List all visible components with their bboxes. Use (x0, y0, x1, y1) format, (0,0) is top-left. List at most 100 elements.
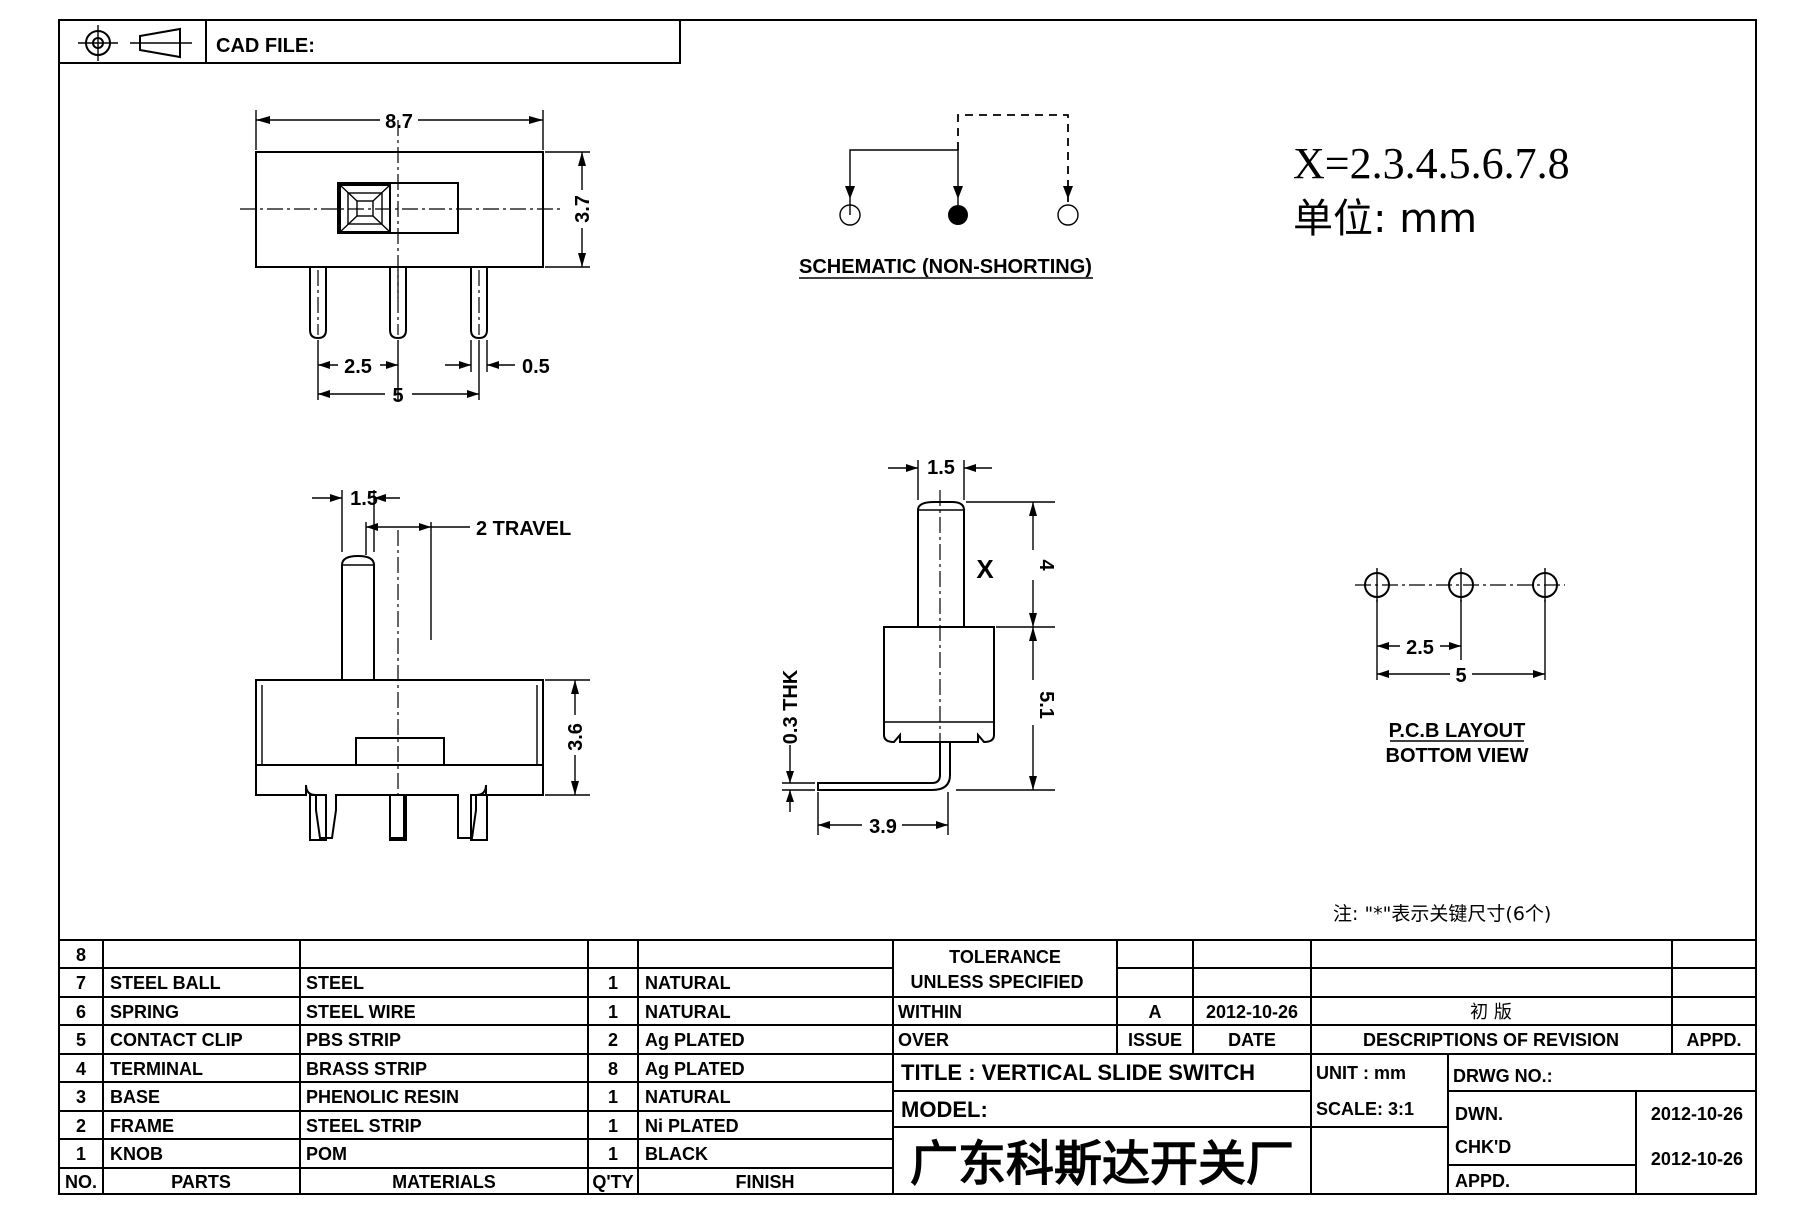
drawn-date: 2012-10-26 (1651, 1104, 1743, 1124)
pcb-dim-5: 5 (1455, 665, 1466, 687)
bom-table (59, 939, 1756, 1194)
bom-row-no: 8 (76, 945, 86, 965)
drawing-number-label: DRWG NO.: (1453, 1066, 1553, 1086)
dim-4: 4 (1035, 559, 1057, 571)
bom-row-no: 6 (76, 1002, 86, 1022)
bom-row-qty: 8 (608, 1059, 618, 1079)
bom-row-no: 4 (76, 1059, 86, 1079)
bom-row-material: BRASS STRIP (306, 1059, 427, 1079)
bom-row-qty: 1 (608, 1116, 618, 1136)
description-value: 初 版 (1470, 1002, 1512, 1023)
bom-header-qty: Q'TY (592, 1172, 633, 1192)
dim-vert-1-5: 1.5 (927, 457, 955, 479)
bom-row-part: CONTACT CLIP (110, 1030, 243, 1050)
dim-0-3-thk: 0.3 THK (780, 669, 802, 744)
bom-row-material: PHENOLIC RESIN (306, 1087, 459, 1107)
pcb-hole-icon (1532, 568, 1558, 602)
appd-label: APPD. (1686, 1030, 1741, 1050)
bom-row-no: 7 (76, 973, 86, 993)
bom-row-qty: 2 (608, 1030, 618, 1050)
checked-label: CHK'D (1455, 1137, 1511, 1157)
unit-label: UNIT : mm (1316, 1063, 1406, 1083)
bom-row-finish: BLACK (645, 1144, 708, 1164)
title-block-text: TITLE : VERTICAL SLIDE SWITCH MODEL: UNI… (901, 1060, 1743, 1192)
date-label: DATE (1228, 1030, 1276, 1050)
terminal-common-icon (948, 205, 968, 225)
cad-file-label: CAD FILE: (216, 35, 315, 57)
bom-row-material: STEEL (306, 973, 364, 993)
pcb-hole-icon (1448, 568, 1474, 602)
front-view: 8.7 3.7 2.5 0.5 5 (240, 110, 594, 407)
bom-row-no: 3 (76, 1087, 86, 1107)
bom-row-part: TERMINAL (110, 1059, 203, 1079)
bom-row-part: KNOB (110, 1144, 163, 1164)
x-values: X=2.3.4.5.6.7.8 (1293, 139, 1570, 188)
bom-row-material: POM (306, 1144, 347, 1164)
bom-row-material: STEEL WIRE (306, 1002, 416, 1022)
projection-symbol-icon (78, 25, 192, 61)
description-label: DESCRIPTIONS OF REVISION (1363, 1030, 1619, 1050)
dim-0-5: 0.5 (522, 356, 550, 378)
dim-8-7: 8.7 (385, 111, 413, 133)
terminal-open-icon (1057, 204, 1079, 226)
schematic-label: SCHEMATIC (NON-SHORTING) (799, 256, 1092, 278)
bom-row-finish: NATURAL (645, 973, 731, 993)
bom-header-finish: FINISH (735, 1172, 794, 1192)
bom-row-qty: 1 (608, 1002, 618, 1022)
dim-side-1-5: 1.5 (350, 488, 378, 510)
bom-row-finish: Ag PLATED (645, 1059, 745, 1079)
bom-row-part: BASE (110, 1087, 160, 1107)
pcb-dim-2-5: 2.5 (1406, 637, 1434, 659)
bom-row-finish: Ni PLATED (645, 1116, 739, 1136)
bom-row-part: STEEL BALL (110, 973, 221, 993)
tolerance-over: OVER (898, 1030, 949, 1050)
bom-header-no: NO. (65, 1172, 97, 1192)
pcb-view-label: BOTTOM VIEW (1386, 745, 1529, 767)
scale-label: SCALE: 3:1 (1316, 1099, 1414, 1119)
model-label: MODEL: (901, 1097, 988, 1122)
bom-row-finish: NATURAL (645, 1002, 731, 1022)
dim-3-6: 3.6 (565, 723, 587, 751)
pcb-hole-icon (1364, 568, 1390, 602)
issue-label: ISSUE (1128, 1030, 1182, 1050)
company-name: 广东科斯达开关厂 (910, 1136, 1294, 1192)
issue-value: A (1149, 1002, 1162, 1022)
bom-header-parts: PARTS (171, 1172, 231, 1192)
bom-row-no: 1 (76, 1144, 86, 1164)
bom-header-materials: MATERIALS (392, 1172, 496, 1192)
header-box: CAD FILE: (58, 19, 681, 64)
bom-text: 8 7 STEEL BALL STEEL 1 NATURAL 6 SPRING … (65, 945, 795, 1192)
side-view: 1.5 2 TRAVEL 3.6 (255, 488, 590, 841)
tolerance-title: TOLERANCE (949, 947, 1061, 967)
bom-row-finish: Ag PLATED (645, 1030, 745, 1050)
dim-3-9: 3.9 (869, 816, 897, 838)
tolerance-within: WITHIN (898, 1002, 962, 1022)
bom-row-material: PBS STRIP (306, 1030, 401, 1050)
bom-row-qty: 1 (608, 1087, 618, 1107)
pcb-layout: 2.5 5 P.C.B LAYOUT BOTTOM VIEW (1355, 568, 1565, 767)
tolerance-subtitle: UNLESS SPECIFIED (910, 972, 1083, 992)
x-note: X=2.3.4.5.6.7.8 单位: mm (1293, 139, 1570, 242)
bom-row-finish: NATURAL (645, 1087, 731, 1107)
dim-5-1: 5.1 (1035, 691, 1057, 719)
approved-label: APPD. (1455, 1171, 1510, 1191)
x-dim-label: X (976, 554, 994, 584)
bom-row-part: SPRING (110, 1002, 179, 1022)
drawing-title: TITLE : VERTICAL SLIDE SWITCH (901, 1060, 1255, 1085)
travel-label: 2 TRAVEL (476, 518, 571, 540)
bom-row-qty: 1 (608, 1144, 618, 1164)
title-block (893, 940, 1756, 1194)
unit-note: 单位: mm (1293, 196, 1477, 242)
revision-text: TOLERANCE UNLESS SPECIFIED WITHIN OVER A… (898, 947, 1742, 1050)
bom-row-part: FRAME (110, 1116, 174, 1136)
dim-2-5: 2.5 (344, 356, 372, 378)
dim-3-7: 3.7 (572, 195, 594, 223)
dim-5: 5 (392, 385, 403, 407)
checked-date: 2012-10-26 (1651, 1149, 1743, 1169)
drawn-label: DWN. (1455, 1104, 1503, 1124)
bom-row-material: STEEL STRIP (306, 1116, 422, 1136)
sheet-border (58, 19, 1757, 1195)
date-value: 2012-10-26 (1206, 1002, 1298, 1022)
schematic: SCHEMATIC (NON-SHORTING) (799, 114, 1093, 279)
key-dimension-note: 注: "*"表示关键尺寸(6个) (1333, 903, 1551, 925)
